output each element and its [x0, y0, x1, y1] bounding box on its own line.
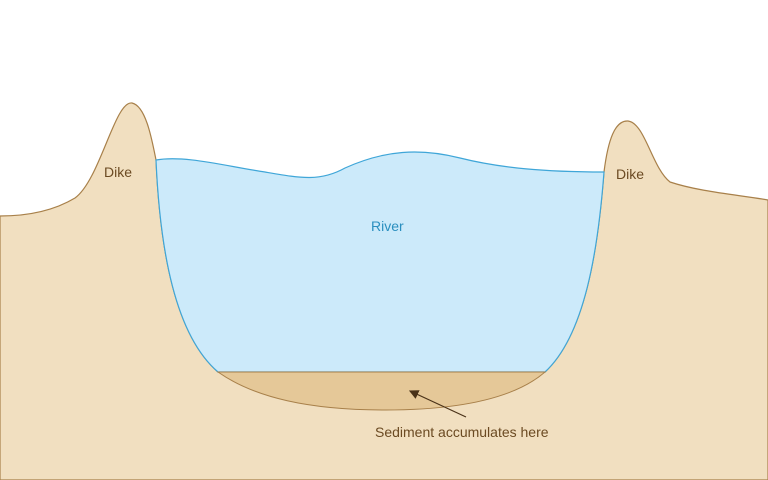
sediment-label: Sediment accumulates here — [375, 424, 549, 440]
dike-right-label: Dike — [616, 166, 644, 182]
river-water — [155, 151, 605, 373]
sediment-arrow — [408, 390, 467, 418]
river-label: River — [371, 218, 404, 234]
dike-left-label: Dike — [104, 164, 132, 180]
sediment-deposit — [216, 371, 547, 411]
